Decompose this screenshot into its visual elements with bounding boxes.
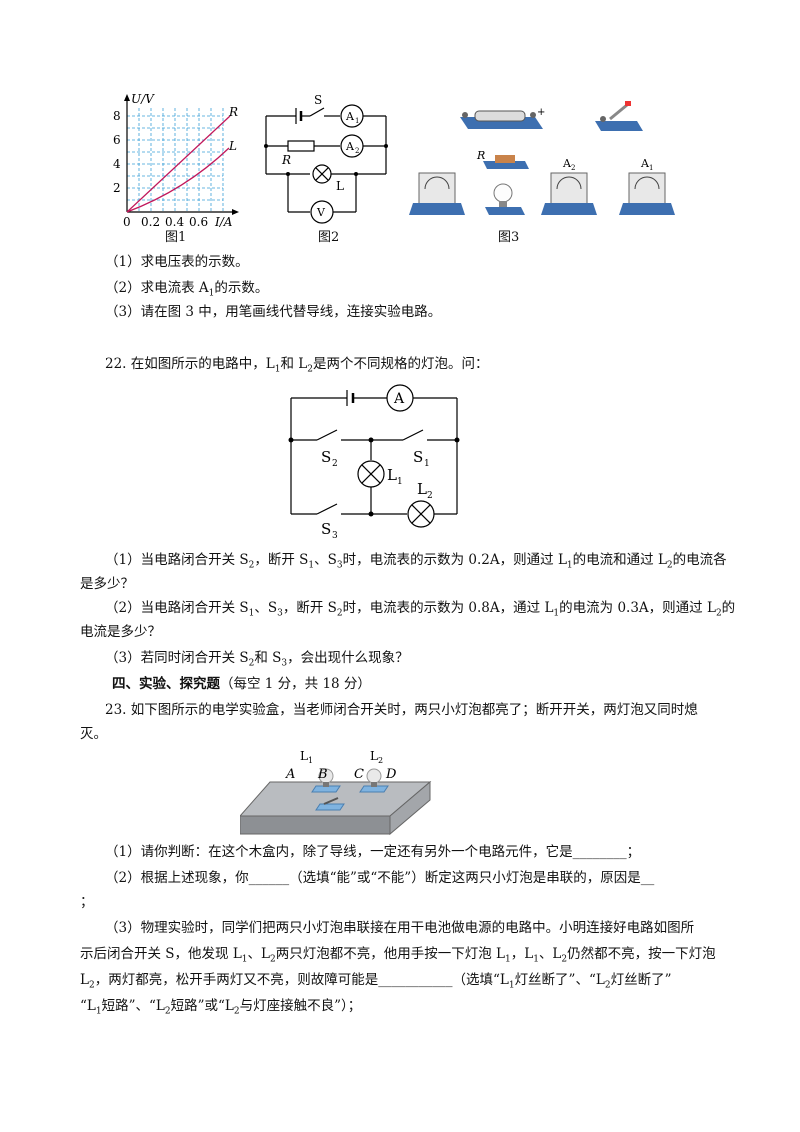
q22-l1-sub: 1 [397, 477, 403, 487]
q22-ammeter-label: A [393, 391, 405, 407]
q23-experiment-box: L 1 L 2 A B C D [240, 749, 432, 836]
figure-3-caption: 图3 [498, 230, 520, 245]
q23-l2-label: L [370, 749, 378, 763]
figure-3-apparatus: + R A 2 A 1 [409, 101, 675, 215]
resistor-r-label: R [476, 149, 485, 162]
q23-l1-label: L [300, 749, 308, 763]
q22-part-1-cont: 是多少？ [80, 576, 134, 592]
resistor-component: R [476, 149, 529, 169]
q23-part-3-line-3: L2，两灯都亮，松开手两灯又不亮，则故障可能是___________（选填“L1… [80, 972, 672, 991]
bulb-device [485, 183, 525, 215]
figure-2-circuit: S A 1 A 2 R L V [264, 93, 388, 224]
q22-s1-label: S [413, 448, 423, 466]
ammeter-a2-sub: 2 [355, 147, 359, 155]
y-tick: 2 [113, 181, 121, 195]
y-axis-label: U/V [131, 92, 155, 106]
q23-part-3-line-4: “L1短路”、“L2短路”或“L2与灯座接触不良”）； [80, 998, 362, 1017]
lamp-l-label: L [336, 179, 344, 193]
q22-intro: 22. 在如图所示的电路中，L1和 L2是两个不同规格的灯泡。问： [105, 356, 489, 375]
switch-s-label: S [314, 93, 322, 107]
ammeter-a2-label: A [345, 140, 355, 153]
q23-part-1: （1）请你判断：在这个木盒内，除了导线，一定还有另外一个电路元件，它是_____… [105, 844, 641, 860]
q22-l2-label: L [417, 480, 427, 498]
figure-1-ui-graph: U/V 8 6 4 2 0 0.2 0.4 0.6 I/A R L [113, 92, 239, 229]
knife-switch [595, 101, 643, 131]
x-tick: 0.6 [189, 215, 208, 229]
ammeter-a2-label: A [562, 157, 572, 170]
ammeter-a1-sub: 1 [355, 117, 359, 125]
q23-terminal-b: B [317, 767, 328, 782]
q23-intro: 23. 如下图所示的电学实验盒，当老师闭合开关时，两只小灯泡都亮了；断开开关，两… [105, 702, 698, 718]
curve-l-label: L [228, 139, 237, 153]
q23-part-2: （2）根据上述现象，你______（选填“能”或“不能”）断定这两只小灯泡是串联… [105, 870, 655, 886]
q23-part-2-cont: ； [80, 894, 94, 910]
q22-circuit-diagram: A S 2 S 1 L 1 L 2 S 3 [288, 384, 460, 541]
resistor-r-label: R [281, 153, 291, 167]
x-tick: 0 [123, 215, 131, 229]
q22-s3-sub: 3 [332, 531, 338, 541]
section-4-heading: 四、实验、探究题（每空 1 分，共 18 分） [112, 676, 371, 692]
q23-terminal-c: C [354, 767, 364, 782]
ammeter-a1-sub: 1 [649, 164, 653, 172]
curve-r [126, 115, 231, 213]
q22-s3-label: S [321, 520, 331, 538]
q23-l1-sub: 1 [308, 756, 313, 765]
ammeter-a1-label: A [640, 157, 650, 170]
q21-part-3: （3）请在图 3 中，用笔画线代替导线，连接实验电路。 [105, 304, 442, 320]
q21-part-2: （2）求电流表 A1的示数。 [105, 280, 269, 299]
ammeter-a2-sub: 2 [571, 164, 575, 172]
q23-terminal-a: A [285, 767, 295, 782]
y-tick: 4 [113, 157, 121, 171]
q22-part-3: （3）若同时闭合开关 S2和 S3，会出现什么现象？ [105, 650, 409, 669]
curve-r-label: R [228, 105, 238, 119]
q21-part-1: （1）求电压表的示数。 [105, 254, 249, 270]
q22-l1-label: L [387, 466, 397, 484]
q23-part-3-line-1: （3）物理实验时，同学们把两只小灯泡串联接在用干电池做电源的电路中。小明连接好电… [105, 920, 695, 936]
x-tick: 0.4 [165, 215, 184, 229]
voltmeter-v-label: V [316, 206, 326, 219]
ammeter-a1-label: A [345, 110, 355, 123]
x-axis-label: I/A [214, 215, 233, 229]
x-tick: 0.2 [141, 215, 160, 229]
y-tick: 6 [113, 133, 121, 147]
battery-holder: + [460, 107, 545, 129]
q22-part-1: （1）当电路闭合开关 S2，断开 S1、S3时，电流表的示数为 0.2A，则通过… [105, 552, 727, 571]
q22-part-2: （2）当电路闭合开关 S1、S3，断开 S2时，电流表的示数为 0.8A，通过 … [105, 600, 736, 619]
graph-grid [126, 108, 224, 212]
q23-terminal-d: D [385, 767, 397, 782]
ammeter-a2-device: A 2 [541, 157, 597, 215]
q22-l2-sub: 2 [427, 491, 433, 501]
voltmeter-device [409, 172, 465, 215]
q23-intro-cont: 灭。 [80, 726, 107, 742]
ammeter-a1-device: A 1 [619, 157, 675, 215]
battery-plus-label: + [537, 107, 545, 118]
q22-s1-sub: 1 [424, 459, 430, 469]
figure-2-caption: 图2 [318, 230, 340, 245]
q22-s2-sub: 2 [332, 459, 338, 469]
q23-part-3-line-2: 示后闭合开关 S，他发现 L1、L2两只灯泡都不亮，他用手按一下灯泡 L1，L1… [80, 946, 716, 965]
y-tick: 8 [113, 109, 121, 123]
q22-part-2-cont: 电流是多少？ [80, 624, 161, 640]
q23-l2-sub: 2 [378, 756, 383, 765]
q22-s2-label: S [321, 448, 331, 466]
figure-1-caption: 图1 [165, 230, 187, 245]
curve-l [126, 147, 230, 213]
